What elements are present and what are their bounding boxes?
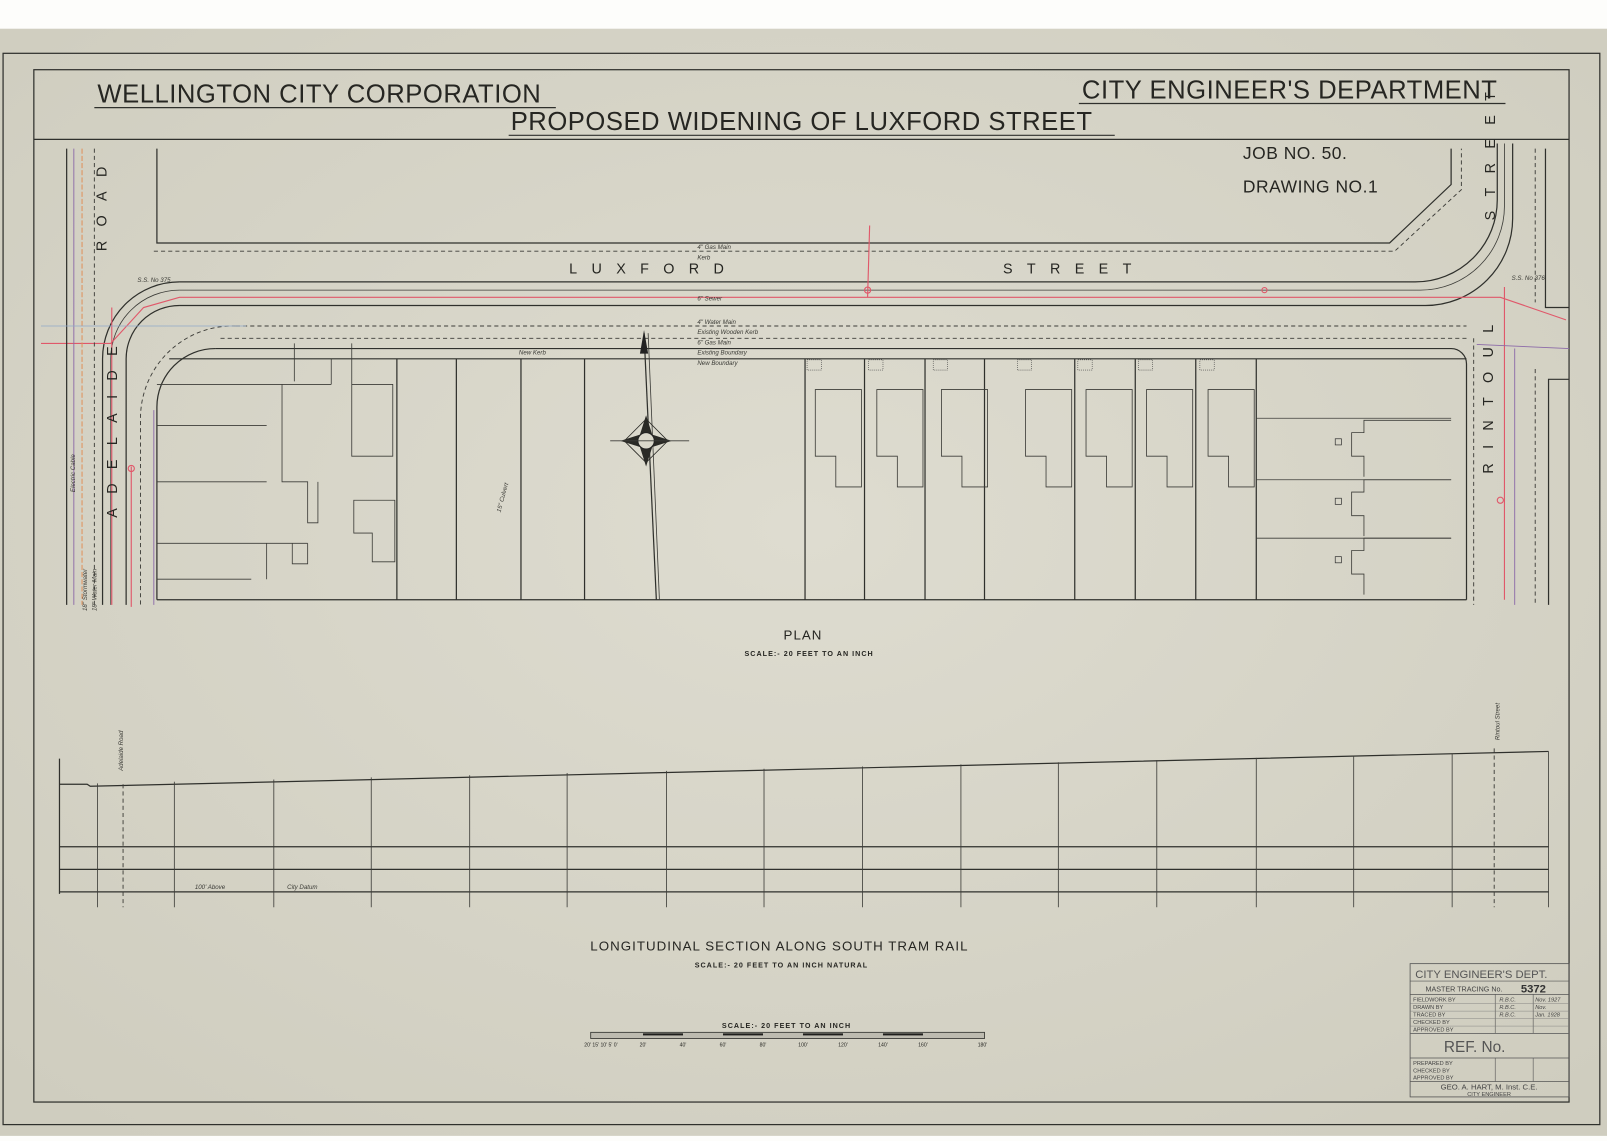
house-outline bbox=[876, 389, 924, 488]
note-new-boundary: New Boundary bbox=[697, 360, 738, 367]
job-number: JOB NO. 50. bbox=[1243, 143, 1347, 163]
house-outline bbox=[1085, 389, 1133, 488]
street-label-rintoul: RINTOUL bbox=[1481, 310, 1497, 473]
note-sewer: 6" Sewer bbox=[697, 295, 723, 302]
scale-bar-label: 180' bbox=[978, 1043, 988, 1049]
title-block-lower-label: PREPARED BY bbox=[1413, 1061, 1453, 1067]
marker bbox=[1334, 556, 1342, 564]
title-block-lower-label: CHECKED BY bbox=[1413, 1068, 1450, 1074]
scale-bar-title: SCALE:- 20 FEET TO AN INCH bbox=[722, 1022, 851, 1030]
section-scale: SCALE:- 20 FEET TO AN INCH NATURAL bbox=[695, 962, 869, 970]
note-stormwater: 18" Stormwater bbox=[82, 568, 89, 611]
title-block-row-date: Nov. 1927 bbox=[1535, 998, 1561, 1004]
scale-bar-label: 120' bbox=[838, 1043, 848, 1049]
scale-bar-label: 20' bbox=[640, 1043, 647, 1049]
note-gas-main: 4" Gas Main bbox=[697, 244, 731, 251]
marker bbox=[1334, 438, 1342, 446]
plan-caption: PLAN bbox=[784, 628, 823, 643]
note-water-main: 4" Water Main bbox=[697, 319, 736, 326]
master-tracing-label: MASTER TRACING No. bbox=[1425, 985, 1502, 993]
street-label-adelaide: ADELAIDE bbox=[105, 332, 121, 518]
title-block-row-label: DRAWN BY bbox=[1413, 1005, 1443, 1011]
drawing-number: DRAWING NO.1 bbox=[1243, 177, 1378, 197]
scale-bar-label: 140' bbox=[878, 1043, 888, 1049]
longitudinal-section bbox=[58, 748, 1549, 908]
scale-bar-label: 80' bbox=[760, 1043, 767, 1049]
scale-segment bbox=[802, 1033, 843, 1036]
house-outline bbox=[814, 389, 862, 488]
scale-segment bbox=[643, 1033, 684, 1036]
drawing-title: PROPOSED WIDENING OF LUXFORD STREET bbox=[511, 108, 1093, 136]
steps bbox=[1017, 359, 1032, 371]
title-block: CITY ENGINEER'S DEPT. MASTER TRACING No.… bbox=[1409, 963, 1570, 1098]
steps bbox=[932, 359, 948, 371]
marker bbox=[1334, 497, 1342, 505]
title-block-dept: CITY ENGINEER'S DEPT. bbox=[1415, 969, 1547, 981]
datum-label-a: 100' Above bbox=[195, 884, 226, 891]
scale-bar-label: 20' 15' 10' 5' 0' bbox=[584, 1043, 617, 1049]
building-outline bbox=[266, 343, 396, 580]
master-tracing-number: 5372 bbox=[1521, 983, 1546, 995]
house-outline bbox=[941, 389, 988, 488]
plan-scale: SCALE:- 20 FEET TO AN INCH bbox=[745, 650, 874, 658]
corporation-title: WELLINGTON CITY CORPORATION bbox=[97, 81, 541, 109]
section-caption: LONGITUDINAL SECTION ALONG SOUTH TRAM RA… bbox=[590, 938, 968, 953]
street-label-luxford-street: STREET bbox=[1003, 262, 1146, 278]
scale-bar: SCALE:- 20 FEET TO AN INCH 20' 15' 10' 5… bbox=[584, 1022, 987, 1048]
house-outline bbox=[1025, 389, 1073, 488]
section-label-adelaide-road: Adelaide Road bbox=[118, 730, 125, 772]
house-outline bbox=[1207, 389, 1255, 488]
department-title: CITY ENGINEER'S DEPARTMENT bbox=[1082, 76, 1498, 104]
note-ss-376: S.S. No 376 bbox=[1512, 275, 1546, 282]
paper bbox=[0, 28, 1607, 1136]
section-label-rintoul-street: Rintoul Street bbox=[1494, 703, 1501, 740]
title-block-row-date: Nov. bbox=[1535, 1005, 1546, 1011]
note-electric-cable: Electric Cable bbox=[70, 454, 77, 492]
engineer-name: GEO. A. HART, M. Inst. C.E. bbox=[1441, 1083, 1538, 1092]
steps bbox=[1199, 359, 1215, 371]
property-lots bbox=[156, 343, 1452, 600]
note-wooden-kerb: Existing Wooden Kerb bbox=[697, 329, 758, 336]
street-label-luxford: LUXFORD bbox=[569, 262, 738, 278]
note-water-main-18: 18" Water Main bbox=[91, 568, 98, 611]
scale-segment bbox=[882, 1033, 923, 1036]
title-block-row-label: TRACED BY bbox=[1413, 1013, 1445, 1019]
house-outline bbox=[1351, 419, 1452, 477]
note-new-kerb: New Kerb bbox=[519, 350, 547, 357]
title-block-row-date: Jan. 1928 bbox=[1534, 1013, 1561, 1019]
scale-segment bbox=[722, 1033, 763, 1036]
note-existing-boundary: Existing Boundary bbox=[697, 350, 747, 357]
title-block-row-label: CHECKED BY bbox=[1413, 1020, 1450, 1026]
north-arrow-compass-icon bbox=[610, 330, 690, 600]
ref-no: REF. No. bbox=[1444, 1039, 1506, 1056]
steps bbox=[868, 359, 884, 371]
inner-border bbox=[33, 69, 1570, 1103]
scale-bar-label: 100' bbox=[798, 1043, 808, 1049]
scale-bar-label: 60' bbox=[720, 1043, 727, 1049]
engineer-title: CITY ENGINEER bbox=[1467, 1092, 1511, 1098]
note-ss-375: S.S. No 375 bbox=[137, 277, 171, 284]
street-label-rintoul-street: STREET bbox=[1483, 78, 1499, 221]
note-gas-main-6: 6" Gas Main bbox=[697, 339, 731, 346]
title-block-row-by: R.B.C. bbox=[1499, 1013, 1516, 1019]
scale-bar-label: 160' bbox=[918, 1043, 928, 1049]
house-outline bbox=[1351, 479, 1452, 537]
steps bbox=[1138, 359, 1153, 371]
title-block-row-label: APPROVED BY bbox=[1413, 1028, 1454, 1034]
note-kerb: Kerb bbox=[697, 254, 711, 261]
scale-bar-label: 40' bbox=[680, 1043, 687, 1049]
title-block-row-by: R.B.C. bbox=[1499, 1005, 1516, 1011]
house-outline bbox=[1146, 389, 1194, 488]
steps bbox=[806, 359, 822, 371]
steps bbox=[1077, 359, 1093, 371]
street-label-adelaide-road: ROAD bbox=[95, 152, 111, 251]
datum-label-b: City Datum bbox=[287, 884, 317, 891]
title-block-row-label: FIELDWORK BY bbox=[1413, 998, 1456, 1004]
title-block-lower-label: APPROVED BY bbox=[1413, 1075, 1454, 1081]
house-outline bbox=[1351, 537, 1452, 595]
plan-view bbox=[41, 143, 1570, 607]
title-block-row-by: R.B.C. bbox=[1499, 998, 1516, 1004]
outer-border bbox=[2, 52, 1601, 1126]
